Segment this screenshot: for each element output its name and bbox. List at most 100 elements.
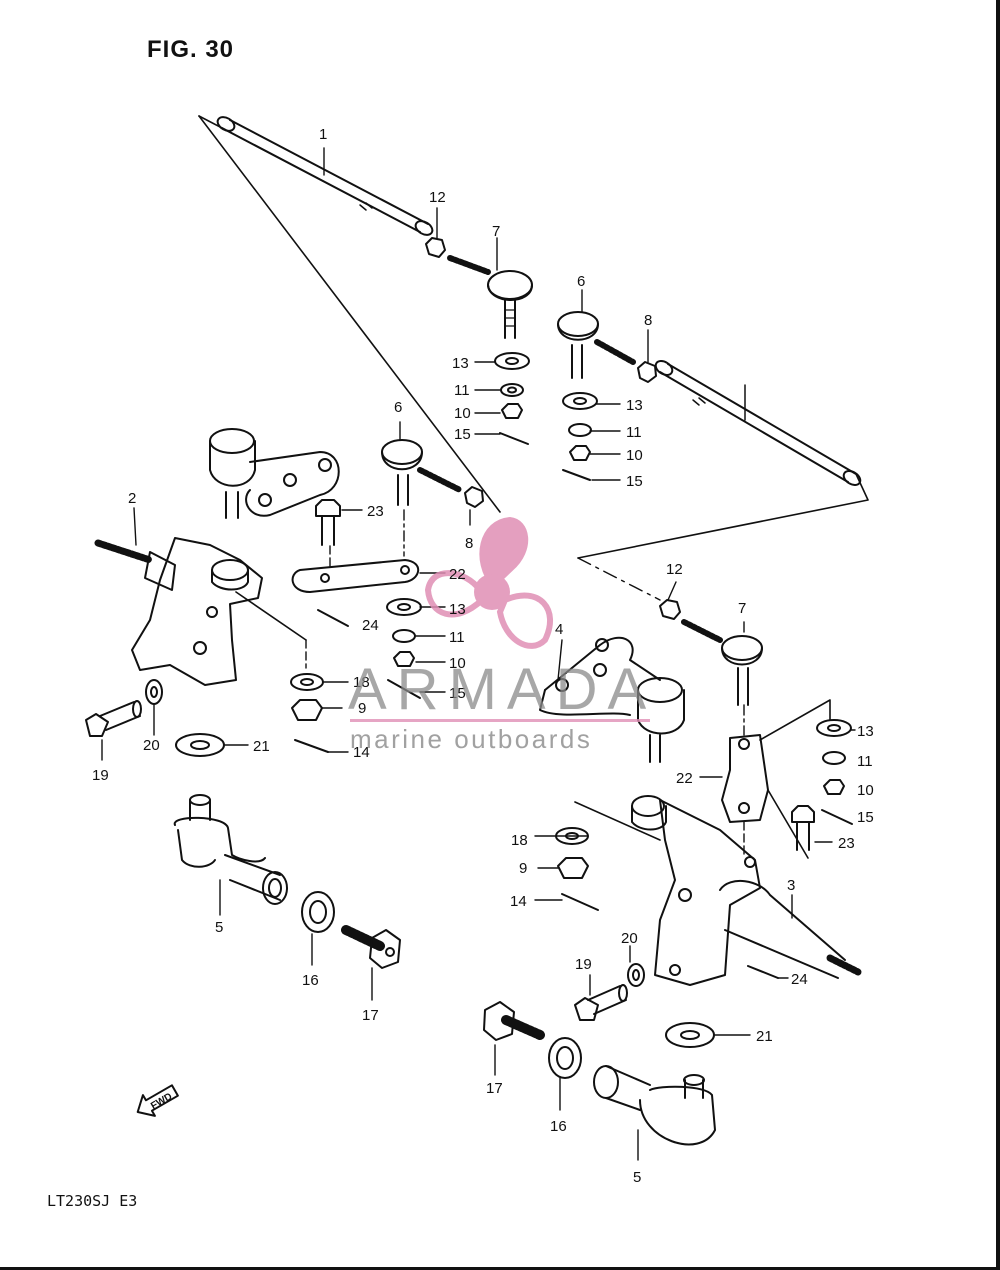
callout-10-left: 10 bbox=[449, 655, 466, 672]
callout-13-left: 13 bbox=[449, 601, 466, 618]
tie-rod-lower bbox=[654, 360, 862, 486]
callout-9-right: 9 bbox=[519, 860, 527, 877]
callout-leaders bbox=[101, 147, 856, 1161]
scan-border-bottom bbox=[0, 1267, 1000, 1270]
callout-13-lower: 13 bbox=[857, 723, 874, 740]
leader-line-rod1 bbox=[198, 115, 501, 513]
callout-14-left: 14 bbox=[353, 744, 370, 761]
washer-11-left bbox=[392, 629, 416, 643]
callout-3: 3 bbox=[787, 877, 795, 894]
washer-13-left bbox=[386, 598, 422, 616]
cotter-pin-24-left bbox=[317, 609, 349, 627]
nut-12-lower bbox=[659, 599, 681, 620]
washer-13-upper bbox=[494, 352, 530, 370]
seal-16-right bbox=[548, 1037, 582, 1079]
nut-12-upper bbox=[425, 237, 446, 258]
callout-7-lower: 7 bbox=[738, 600, 746, 617]
ball-joint-7-lower bbox=[681, 619, 763, 706]
callout-numbers: 1 2 3 4 5 5 6 6 7 7 8 8 9 9 10 10 10 10 … bbox=[92, 126, 874, 1186]
forward-arrow-icon bbox=[136, 1084, 179, 1117]
callout-4: 4 bbox=[555, 621, 563, 638]
callout-11-right: 11 bbox=[626, 424, 642, 441]
ball-joint-6-right bbox=[557, 311, 636, 379]
washer-11-right bbox=[568, 423, 592, 437]
cotter-pin-15-right bbox=[562, 469, 591, 481]
callout-13-upper: 13 bbox=[452, 355, 469, 372]
cotter-pin-24-right bbox=[747, 965, 779, 979]
callout-1: 1 bbox=[319, 126, 327, 143]
model-code: LT230SJ E3 bbox=[47, 1192, 138, 1210]
callout-11-lower: 11 bbox=[857, 753, 873, 770]
callout-15-lower: 15 bbox=[857, 809, 874, 826]
bolt-17-left bbox=[341, 925, 401, 969]
callout-24-left: 24 bbox=[362, 617, 379, 634]
callout-10-right: 10 bbox=[626, 447, 643, 464]
washer-11-lower bbox=[822, 751, 846, 765]
nut-8-left bbox=[464, 486, 484, 508]
callout-9-left: 9 bbox=[358, 700, 366, 717]
callout-5-left: 5 bbox=[215, 919, 223, 936]
callout-10-upper: 10 bbox=[454, 405, 471, 422]
callout-11-left: 11 bbox=[449, 629, 465, 646]
callout-24-right: 24 bbox=[791, 971, 808, 988]
cotter-pin-15-lower bbox=[821, 809, 853, 825]
watermark-brand: ARMADA bbox=[348, 657, 657, 722]
callout-14-right: 14 bbox=[510, 893, 527, 910]
propeller-icon bbox=[424, 516, 553, 649]
callout-12-lower: 12 bbox=[666, 561, 683, 578]
bolt-23-right bbox=[791, 805, 815, 851]
callout-5-right: 5 bbox=[633, 1169, 641, 1186]
callout-6-right: 6 bbox=[577, 273, 585, 290]
callout-2: 2 bbox=[128, 490, 136, 507]
callout-19-left: 19 bbox=[92, 767, 109, 784]
tie-rod-upper bbox=[216, 116, 434, 236]
callout-22-left: 22 bbox=[449, 566, 466, 583]
nut-10-right bbox=[569, 445, 591, 461]
callout-20-right: 20 bbox=[621, 930, 638, 947]
steering-knuckle-2 bbox=[94, 537, 263, 686]
bolt-17-right bbox=[483, 1001, 545, 1041]
watermark-tagline: marine outboards bbox=[350, 724, 593, 754]
callout-17-right: 17 bbox=[486, 1080, 503, 1097]
callout-11-upper: 11 bbox=[454, 382, 470, 399]
washer-13-lower bbox=[816, 719, 852, 737]
bolt-23-left bbox=[315, 499, 341, 546]
ball-joint-7-upper bbox=[447, 255, 533, 339]
washer-13-right bbox=[562, 392, 598, 410]
seal-16-left bbox=[301, 891, 335, 933]
scan-border-right bbox=[996, 0, 1000, 1270]
castle-nut-9-right bbox=[557, 857, 589, 879]
washer-20-right bbox=[627, 963, 645, 987]
forward-label: FWD bbox=[149, 1091, 174, 1112]
ball-joint-5-right bbox=[593, 1065, 716, 1146]
steering-arm-left bbox=[209, 428, 340, 519]
washer-20-left bbox=[145, 679, 163, 705]
callout-15-right: 15 bbox=[626, 473, 643, 490]
callout-15-upper: 15 bbox=[454, 426, 471, 443]
cotter-pin-15-left bbox=[387, 679, 421, 699]
cotter-pin-15-upper bbox=[499, 432, 529, 445]
bolt-19-left bbox=[85, 700, 142, 737]
callout-7-upper: 7 bbox=[492, 223, 500, 240]
washer-21-right bbox=[665, 1022, 715, 1048]
callout-13-right: 13 bbox=[626, 397, 643, 414]
watermark-underline bbox=[350, 719, 650, 722]
nut-10-lower bbox=[823, 779, 845, 795]
nut-10-left bbox=[393, 651, 415, 667]
nut-8-right bbox=[637, 361, 657, 383]
nut-10-upper bbox=[501, 403, 523, 419]
bolt-19-right bbox=[574, 984, 628, 1021]
washer-11-upper bbox=[500, 383, 524, 397]
bracket-22-left bbox=[291, 559, 420, 593]
callout-21-right: 21 bbox=[756, 1028, 773, 1045]
steering-knuckle-3 bbox=[631, 795, 862, 986]
callout-8-right: 8 bbox=[644, 312, 652, 329]
callout-23-left: 23 bbox=[367, 503, 384, 520]
callout-19-right: 19 bbox=[575, 956, 592, 973]
callout-10-lower: 10 bbox=[857, 782, 874, 799]
callout-8-left: 8 bbox=[465, 535, 473, 552]
cotter-pin-14-right bbox=[561, 893, 599, 911]
steering-arm-right bbox=[539, 636, 685, 763]
